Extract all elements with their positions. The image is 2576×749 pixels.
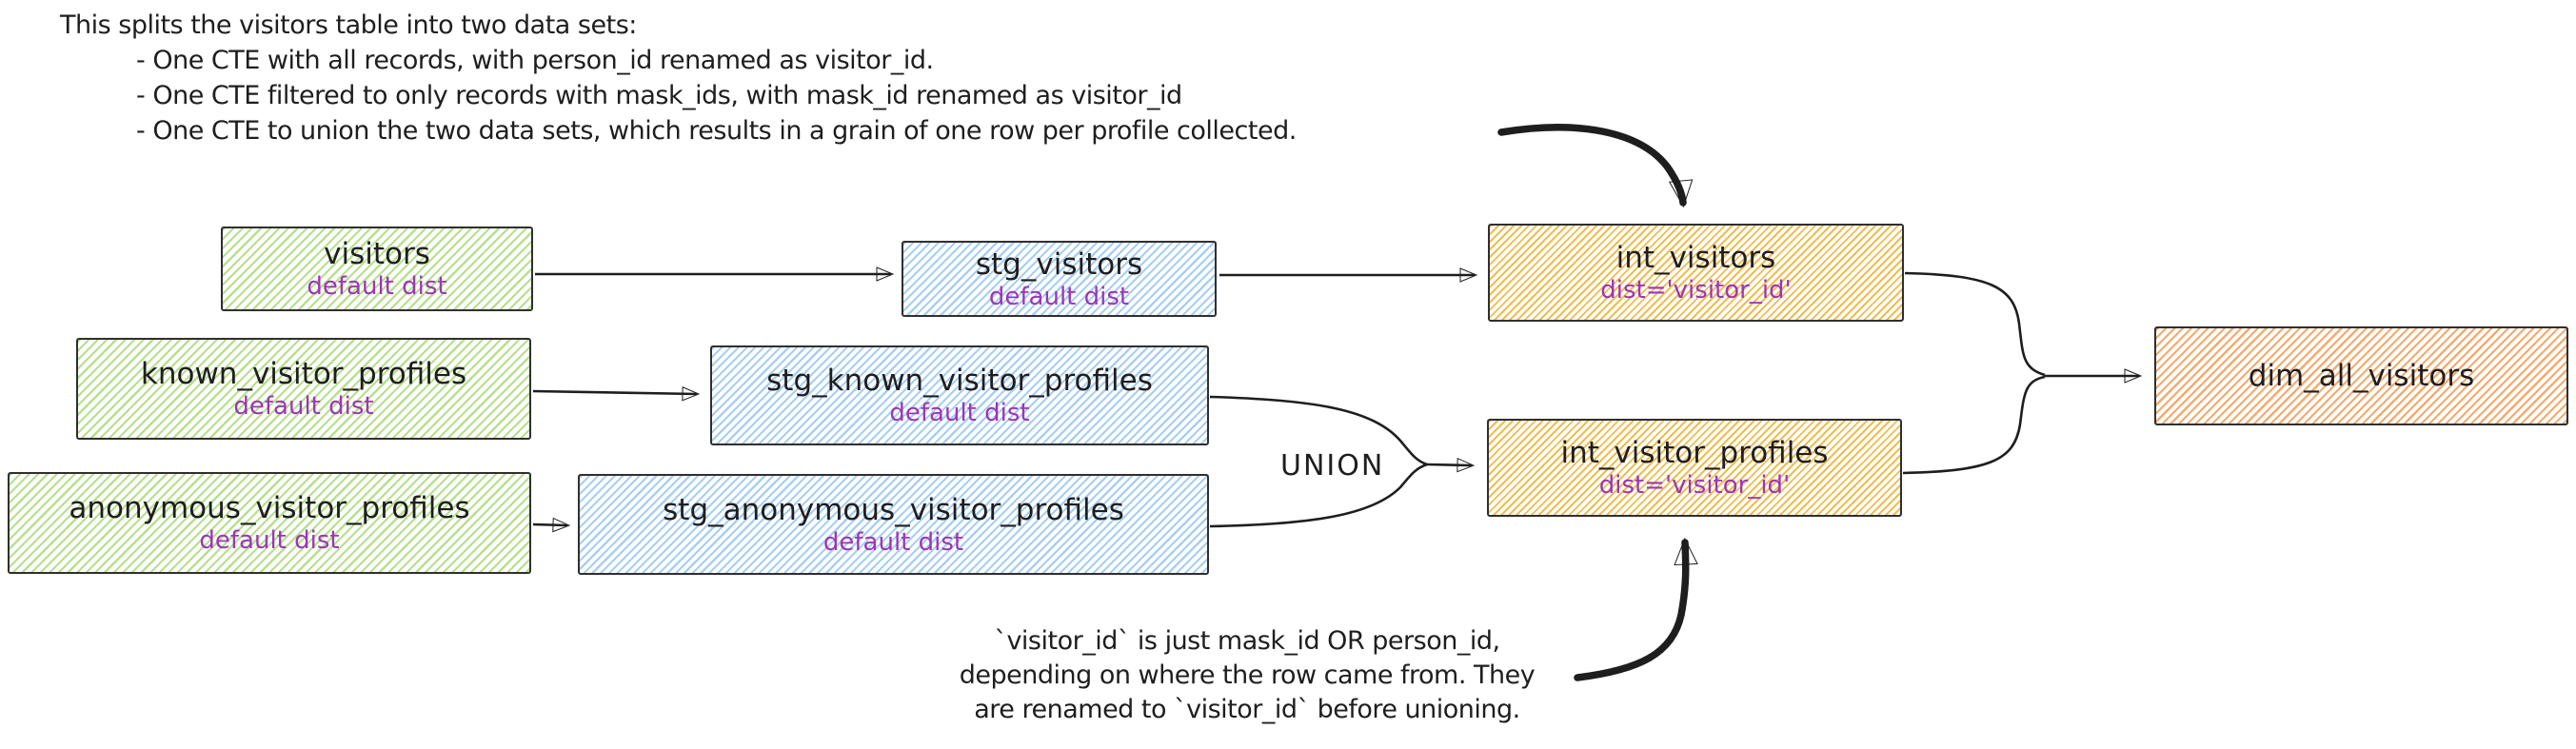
node-stg-known-visitor-profiles[interactable]: stg_known_visitor_profiles default dist [710,345,1209,445]
edge-union-to-int-visitor-profiles [1426,457,1476,473]
node-subtitle: dist='visitor_id' [1600,276,1792,305]
note-top-intro: This splits the visitors table into two … [60,10,637,40]
node-anonymous-visitor-profiles[interactable]: anonymous_visitor_profiles default dist [8,472,531,574]
node-title: anonymous_visitor_profiles [69,491,470,525]
node-stg-anonymous-visitor-profiles[interactable]: stg_anonymous_visitor_profiles default d… [578,474,1209,575]
note-bottom-line-3: are renamed to `visitor_id` before union… [974,695,1520,724]
edge-anon-to-stg-anon [532,517,571,533]
edge-int-visitor-profiles-merge-curve [1902,375,2046,475]
node-subtitle: default dist [199,526,340,555]
node-subtitle: dist='visitor_id' [1598,471,1791,500]
node-stg-visitors[interactable]: stg_visitors default dist [902,241,1217,317]
node-known-visitor-profiles[interactable]: known_visitor_profiles default dist [76,338,531,440]
note-bottom-line-2: depending on where the row came from. Th… [959,660,1536,690]
node-int-visitors[interactable]: int_visitors dist='visitor_id' [1488,224,1904,322]
node-dim-all-visitors[interactable]: dim_all_visitors [2154,326,2568,425]
node-title: known_visitor_profiles [140,357,467,391]
node-title: visitors [324,237,430,271]
node-title: stg_visitors [975,246,1143,282]
node-subtitle: default dist [307,272,447,301]
node-subtitle: default dist [988,282,1130,311]
note-top-bullet-1: - One CTE with all records, with person_… [136,46,934,75]
union-label: UNION [1280,449,1385,483]
note-bottom-line-1: `visitor_id` is just mask_id OR person_i… [994,626,1500,656]
note-top-bullet-2: - One CTE filtered to only records with … [136,81,1182,110]
node-title: int_visitor_profiles [1560,436,1829,470]
node-title: int_visitors [1615,241,1776,275]
edge-known-to-stg-known [532,385,701,402]
node-subtitle: default dist [822,527,964,557]
edge-int-visitors-merge-curve [1904,271,2046,377]
edge-stg-anon-union-curve [1209,463,1428,528]
note-top: This splits the visitors table into two … [60,8,1297,148]
annotation-arrow-top-to-int-visitors [1497,124,1694,208]
node-subtitle: default dist [233,392,374,421]
annotation-arrow-bottom-to-int-visitor-profiles [1574,537,1698,681]
node-subtitle: default dist [889,399,1030,427]
node-int-visitor-profiles[interactable]: int_visitor_profiles dist='visitor_id' [1487,419,1902,517]
node-visitors[interactable]: visitors default dist [221,227,533,311]
edge-stg-known-union-curve [1209,395,1428,466]
node-title: stg_anonymous_visitor_profiles [663,492,1124,527]
note-top-bullet-3: - One CTE to union the two data sets, wh… [136,116,1297,146]
note-bottom: `visitor_id` is just mask_id OR person_i… [914,624,1580,727]
node-title: dim_all_visitors [2248,359,2475,393]
node-title: stg_known_visitor_profiles [766,364,1153,398]
